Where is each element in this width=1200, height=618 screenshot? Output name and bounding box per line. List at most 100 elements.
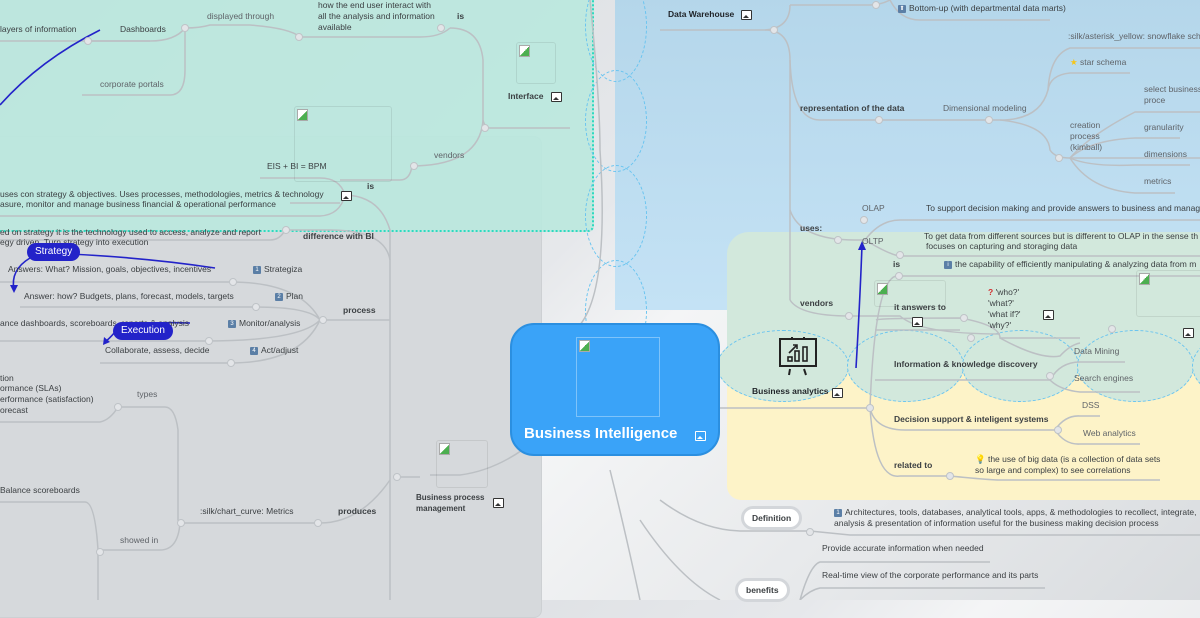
image-icon[interactable]	[551, 92, 562, 102]
web-analytics-text: Web analytics	[1083, 428, 1136, 438]
image-icon[interactable]	[695, 431, 706, 441]
step-4-desc: Collaborate, assess, decide	[105, 345, 210, 355]
image-icon[interactable]	[493, 498, 504, 508]
node-dot[interactable]	[295, 33, 303, 41]
business-analytics-title[interactable]: Business analytics	[752, 386, 829, 396]
interface-vendors: vendors	[434, 150, 465, 160]
node-dot[interactable]	[481, 124, 489, 132]
number-1-icon: 1	[834, 508, 842, 517]
node-dot[interactable]	[252, 303, 260, 311]
ba-side-image	[1136, 270, 1200, 317]
image-icon[interactable]	[341, 191, 352, 201]
question-who: ? 'who?'	[988, 287, 1020, 297]
layers-text: layers of information	[0, 24, 77, 34]
question-why: 'why?'	[988, 320, 1012, 330]
dw-vendors-label: vendors	[800, 298, 834, 308]
kimball-step-4: metrics	[1144, 176, 1172, 186]
node-dot[interactable]	[806, 528, 814, 536]
node-dot[interactable]	[1108, 325, 1116, 333]
broken-image-icon	[439, 443, 450, 455]
node-dot[interactable]	[114, 403, 122, 411]
interface-is-label: is	[457, 11, 465, 21]
difference-text-2: egy driven. Turn strategy into execution	[0, 237, 149, 247]
node-dot[interactable]	[410, 162, 418, 170]
bpm-is-text-2: asure, monitor and manage business finan…	[0, 199, 276, 209]
interface-is-text: how the end user interact with all the a…	[318, 0, 435, 32]
node-dot[interactable]	[845, 312, 853, 320]
related-to-label: related to	[894, 460, 933, 470]
image-icon[interactable]	[1183, 328, 1194, 338]
node-dot[interactable]	[960, 314, 968, 322]
types-label: types	[137, 389, 158, 399]
representation-label: representation of the data	[800, 103, 905, 113]
node-dot[interactable]	[875, 116, 883, 124]
node-dot[interactable]	[770, 26, 778, 34]
node-dot[interactable]	[205, 337, 213, 345]
snowflake-text: :silk/asterisk_yellow: snowflake sch	[1068, 31, 1200, 41]
node-dot[interactable]	[946, 472, 954, 480]
node-dot[interactable]	[896, 251, 904, 259]
node-dot[interactable]	[1046, 372, 1054, 380]
node-dot[interactable]	[96, 548, 104, 556]
image-icon[interactable]	[912, 317, 923, 327]
strategy-tag[interactable]: Strategy	[27, 243, 81, 261]
benefit-1: Provide accurate information when needed	[822, 543, 984, 553]
bpm-is-label: is	[367, 181, 375, 191]
produces-label: produces	[338, 506, 377, 516]
node-dot[interactable]	[1054, 426, 1062, 434]
node-dot[interactable]	[895, 272, 903, 280]
olap-label: OLAP	[862, 203, 885, 213]
node-dot[interactable]	[967, 334, 975, 342]
node-dot[interactable]	[177, 519, 185, 527]
step-1-desc: Answers: What? Mission, goals, objective…	[8, 264, 212, 274]
node-dot[interactable]	[437, 24, 445, 32]
kimball-step-2: granularity	[1144, 122, 1184, 132]
root-topic[interactable]: Business Intelligence	[510, 323, 720, 456]
node-dot[interactable]	[181, 24, 189, 32]
type-3: erformance (satisfaction)	[0, 394, 94, 404]
definition-label[interactable]: Definition	[741, 506, 803, 530]
node-dot[interactable]	[1055, 154, 1063, 162]
root-title: Business Intelligence	[524, 425, 678, 442]
node-dot[interactable]	[872, 1, 880, 9]
bpm-title[interactable]: Business process management	[416, 493, 485, 513]
image-icon[interactable]	[1043, 310, 1054, 320]
node-dot[interactable]	[866, 404, 874, 412]
benefits-label[interactable]: benefits	[735, 578, 790, 602]
difference-text-1: ed on strategy it is the technology used…	[0, 227, 261, 237]
kimball-step-1: select business proce	[1144, 84, 1200, 105]
broken-image-icon	[877, 283, 888, 295]
broken-image-icon	[1139, 273, 1150, 285]
node-dot[interactable]	[227, 359, 235, 367]
type-1: tion	[0, 373, 14, 383]
portals-text: corporate portals	[100, 79, 164, 89]
data-warehouse-title[interactable]: Data Warehouse	[668, 9, 735, 19]
connector-lines	[0, 0, 1200, 600]
node-dot[interactable]	[985, 116, 993, 124]
node-dot[interactable]	[834, 236, 842, 244]
info-discovery-label: Information & knowledge discovery	[894, 359, 1038, 369]
node-dot[interactable]	[860, 216, 868, 224]
node-dot[interactable]	[314, 519, 322, 527]
node-dot[interactable]	[229, 278, 237, 286]
creation-label: creation process (kimball)	[1070, 120, 1103, 152]
presentation-chart-icon	[778, 337, 818, 377]
arrow-up-icon: ⬆	[898, 4, 906, 13]
node-dot[interactable]	[393, 473, 401, 481]
search-engines-text: Search engines	[1074, 373, 1134, 383]
image-icon[interactable]	[741, 10, 752, 20]
image-icon[interactable]	[832, 388, 843, 398]
info-icon: i	[944, 260, 952, 269]
node-dot[interactable]	[282, 226, 290, 234]
displayed-through-text: displayed through	[207, 11, 275, 21]
node-dot[interactable]	[319, 316, 327, 324]
star-schema-text: ★ star schema	[1070, 57, 1127, 67]
node-dot[interactable]	[84, 37, 92, 45]
balance-text: Balance scoreboards	[0, 485, 80, 495]
execution-tag[interactable]: Execution	[113, 322, 173, 340]
interface-title[interactable]: Interface	[508, 91, 544, 101]
